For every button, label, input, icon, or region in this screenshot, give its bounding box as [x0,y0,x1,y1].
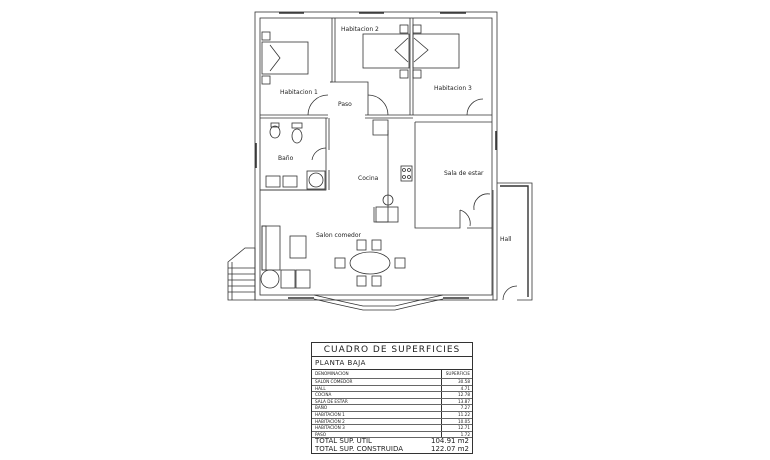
dining-table [334,239,406,287]
row-name: HABITACION 3 [315,425,345,431]
row-value: 12.71 [441,425,472,431]
table-row: PASO 1.72 [312,431,472,439]
label-habitacion-3: Habitacion 3 [434,85,472,92]
row-value: 1.72 [441,431,472,438]
bed-habitacion2 [362,24,410,79]
label-hall: Hall [500,236,512,243]
total-construida: TOTAL SUP. CONSTRUIDA 122.07 m2 [312,444,472,454]
total-util-label: TOTAL SUP. UTIL [315,437,372,446]
row-name: HALL [315,385,326,391]
row-name: BAÑO [315,405,328,411]
exterior-stairs [227,247,256,301]
row-name: COCINA [315,392,332,398]
kitchen-fixtures [375,165,413,223]
floor-plan: Habitacion 1 Habitacion 2 Habitacion 3 P… [227,11,533,311]
total-util: TOTAL SUP. UTIL 104.91 m2 [312,438,472,446]
table-row: SALON COMEDOR 30.58 [312,379,472,386]
total-util-value: 104.91 m2 [431,437,469,446]
table-title: CUADRO DE SUPERFICIES [312,343,472,357]
row-value: 11.22 [441,411,472,418]
table-row: HALL 4.71 [312,385,472,393]
surface-table: CUADRO DE SUPERFICIES PLANTA BAJA DENOMI… [311,342,473,455]
row-value: 7.27 [441,405,472,411]
hall-glazing [500,185,529,297]
label-habitacion-2: Habitacion 2 [341,26,379,33]
label-sala-de-estar: Sala de estar [444,170,484,177]
table-row: SALA DE ESTAR 13.87 [312,398,472,406]
hall-door [502,285,518,301]
row-name: HABITACION 2 [315,418,345,424]
bathroom-fixtures [265,122,326,190]
bay-window [313,294,444,307]
row-value: 30.58 [441,379,472,385]
row-name: SALA DE ESTAR [315,398,348,404]
table-subtitle: PLANTA BAJA [312,357,472,370]
bed-habitacion1 [261,31,309,85]
label-habitacion-1: Habitacion 1 [280,89,318,96]
header-name: DENOMINACION [315,371,349,376]
label-bano: Baño [278,155,294,162]
total-construida-value: 122.07 m2 [431,444,469,453]
windows [255,12,497,299]
inner-wall-outline [259,17,493,296]
outer-wall [254,11,498,301]
row-name: HABITACION 1 [315,411,345,417]
row-value: 4.71 [441,385,472,392]
living-furniture [260,225,311,289]
table-row: HABITACION 1 11.22 [312,411,472,419]
row-value: 10.05 [441,418,472,425]
table-header: DENOMINACION SUPERFICIE [312,370,472,379]
row-value: 13.87 [441,398,472,405]
doors [307,94,491,227]
table-row: BAÑO 7.27 [312,405,472,412]
row-name: PASO [315,431,327,437]
row-value: 12.78 [441,392,472,398]
row-name: SALON COMEDOR [315,379,353,384]
label-salon-comedor: Salon comedor [316,232,362,239]
total-construida-label: TOTAL SUP. CONSTRUIDA [315,444,404,453]
table-row: COCINA 12.78 [312,392,472,399]
hall-wall [497,182,533,301]
table-row: HABITACION 3 12.71 [312,425,472,432]
table-row: HABITACION 2 10.05 [312,418,472,426]
bed-habitacion3 [412,24,460,79]
header-value: SUPERFICIE [441,370,472,378]
label-paso: Paso [338,101,352,108]
label-cocina: Cocina [358,175,379,182]
